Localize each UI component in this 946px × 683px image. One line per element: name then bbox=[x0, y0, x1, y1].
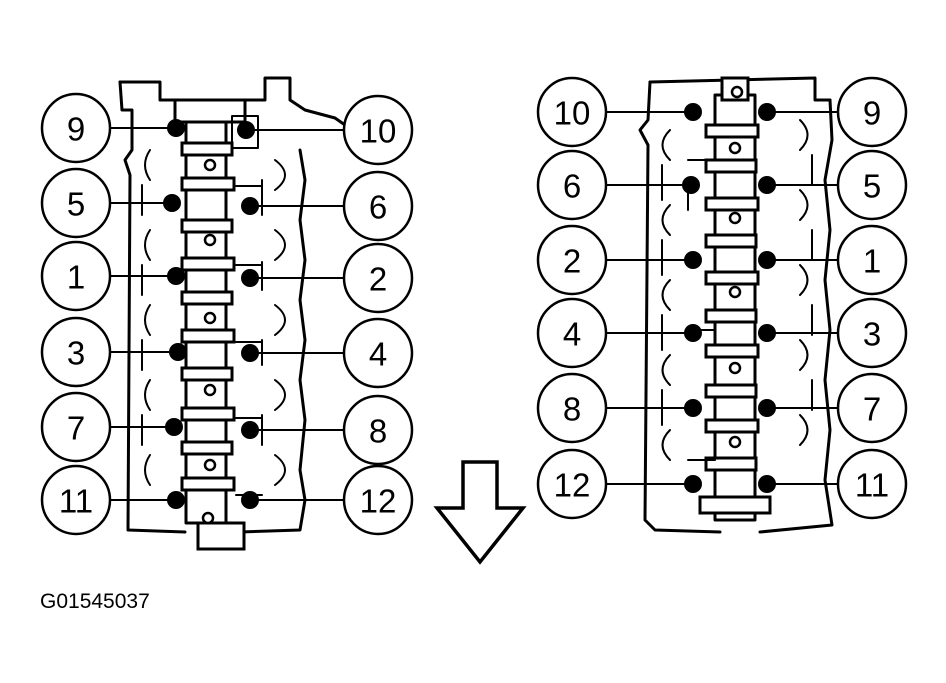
svg-text:5: 5 bbox=[863, 168, 881, 205]
callout-left-1: 1 bbox=[40, 240, 176, 312]
svg-text:10: 10 bbox=[554, 95, 591, 132]
svg-text:4: 4 bbox=[369, 336, 387, 373]
svg-text:3: 3 bbox=[863, 316, 881, 353]
svg-text:11: 11 bbox=[59, 483, 93, 520]
svg-text:6: 6 bbox=[369, 189, 387, 226]
callout-left-6: 6 bbox=[536, 149, 691, 221]
svg-text:9: 9 bbox=[863, 95, 881, 132]
callout-left-12: 12 bbox=[536, 448, 693, 520]
svg-text:8: 8 bbox=[563, 391, 581, 428]
callout-right-3: 3 bbox=[767, 297, 908, 369]
callout-right-4: 4 bbox=[250, 317, 414, 389]
svg-text:7: 7 bbox=[67, 410, 85, 447]
svg-text:10: 10 bbox=[360, 113, 397, 150]
callout-right-7: 7 bbox=[767, 372, 908, 444]
callout-left-2: 2 bbox=[536, 224, 693, 296]
left-cylinder-head bbox=[118, 76, 347, 551]
callout-right-2: 2 bbox=[250, 242, 414, 314]
right-head-callouts-right: 9 5 1 3 7 11 bbox=[767, 76, 908, 520]
callout-right-12: 12 bbox=[250, 464, 414, 536]
callout-right-6: 6 bbox=[250, 170, 414, 242]
svg-text:3: 3 bbox=[67, 335, 85, 372]
callout-left-7: 7 bbox=[40, 391, 174, 463]
svg-text:4: 4 bbox=[563, 316, 581, 353]
svg-text:6: 6 bbox=[563, 168, 581, 205]
right-head-callouts-left: 10 6 2 4 8 12 bbox=[536, 76, 693, 520]
figure-code: G01545037 bbox=[40, 590, 150, 613]
callout-left-8: 8 bbox=[536, 372, 693, 444]
callout-left-3: 3 bbox=[40, 316, 178, 388]
down-arrow-icon bbox=[433, 460, 527, 565]
callout-right-9: 9 bbox=[767, 76, 908, 148]
svg-text:9: 9 bbox=[67, 111, 85, 148]
callout-left-9: 9 bbox=[40, 92, 176, 164]
svg-text:2: 2 bbox=[369, 261, 387, 298]
svg-text:2: 2 bbox=[563, 243, 581, 280]
svg-text:11: 11 bbox=[855, 467, 889, 504]
svg-text:5: 5 bbox=[67, 186, 85, 223]
left-head-callouts-right: 10 6 2 4 8 12 bbox=[246, 94, 414, 536]
svg-text:12: 12 bbox=[360, 483, 397, 520]
left-head-callouts-left: 9 5 1 3 7 11 bbox=[40, 92, 178, 536]
callout-left-4: 4 bbox=[536, 297, 693, 369]
svg-text:7: 7 bbox=[863, 391, 881, 428]
callout-right-11: 11 bbox=[767, 448, 908, 520]
svg-text:12: 12 bbox=[554, 467, 591, 504]
callout-right-8: 8 bbox=[250, 394, 414, 466]
svg-text:1: 1 bbox=[863, 243, 881, 280]
right-cylinder-head bbox=[638, 76, 834, 534]
callout-left-10: 10 bbox=[536, 76, 693, 148]
svg-text:8: 8 bbox=[369, 413, 387, 450]
callout-left-11: 11 bbox=[40, 464, 176, 536]
svg-text:1: 1 bbox=[67, 259, 85, 296]
callout-right-1: 1 bbox=[767, 224, 908, 296]
callout-left-5: 5 bbox=[40, 167, 172, 239]
callout-right-10: 10 bbox=[246, 94, 414, 166]
callout-right-5: 5 bbox=[767, 149, 908, 221]
